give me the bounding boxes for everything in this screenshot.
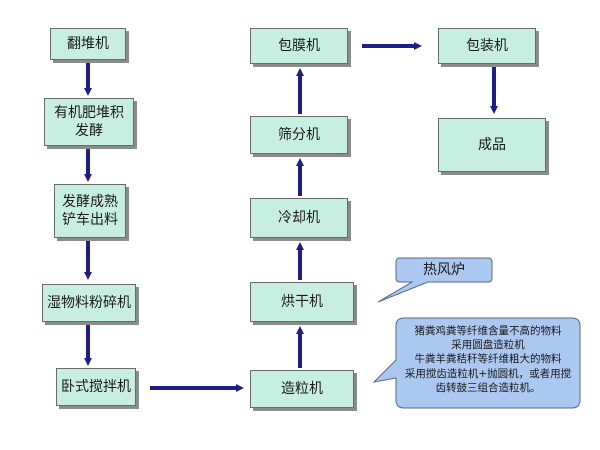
node-chanche-label-2: 铲车出料: [62, 212, 118, 228]
node-jiaoban: 卧式搅拌机: [56, 368, 136, 406]
node-fensui-label: 湿物料粉碎机: [47, 294, 131, 311]
node-baozhuang: 包装机: [438, 28, 536, 64]
hot-air-furnace-label: 热风炉: [423, 262, 465, 278]
note-line-3: 牛粪羊粪秸秆等纤维粗大的物料: [414, 353, 562, 366]
node-lengque-label: 冷却机: [278, 209, 320, 226]
node-zaoli-label: 造粒机: [281, 380, 323, 397]
node-jiaoban-label: 卧式搅拌机: [61, 378, 131, 395]
node-shaifen: 筛分机: [250, 116, 348, 154]
granulator-note-callout: [372, 317, 581, 409]
node-fensui: 湿物料粉碎机: [42, 284, 136, 322]
node-baozhuang-label: 包装机: [466, 37, 508, 54]
note-line-2: 采用圆盘造粒机: [451, 339, 525, 352]
node-chengpin: 成品: [438, 118, 546, 172]
node-fajiao-label-2: 发酵: [75, 123, 103, 139]
node-fajiao-label-1: 有机肥堆积: [54, 104, 124, 121]
note-line-5: 齿转鼓三组合造粒机。: [435, 381, 541, 394]
node-baomo: 包膜机: [250, 28, 348, 64]
node-chengpin-label: 成品: [478, 136, 506, 153]
node-shaifen-label: 筛分机: [278, 126, 320, 143]
hot-air-furnace-callout: [377, 257, 493, 303]
node-honggan-label: 烘干机: [281, 293, 323, 310]
node-zaoli: 造粒机: [250, 370, 354, 408]
node-fajiao: 有机肥堆积 发酵: [44, 98, 134, 146]
node-fandui-label: 翻堆机: [67, 35, 109, 52]
node-honggan: 烘干机: [250, 282, 354, 322]
node-baomo-label: 包膜机: [278, 37, 320, 54]
node-fandui: 翻堆机: [50, 28, 126, 60]
note-line-1: 猪粪鸡粪等纤维含量不高的物料: [414, 325, 562, 337]
node-chanche-label-1: 发酵成熟: [62, 193, 118, 210]
node-lengque: 冷却机: [250, 198, 348, 238]
granulator-note: 猪粪鸡粪等纤维含量不高的物料 采用圆盘造粒机 牛粪羊粪秸秆等纤维粗大的物料 采用…: [398, 324, 578, 395]
note-line-4: 采用搅齿造粒机+抛圆机，或者用搅: [404, 367, 572, 380]
node-chanche: 发酵成熟 铲车出料: [54, 184, 126, 238]
